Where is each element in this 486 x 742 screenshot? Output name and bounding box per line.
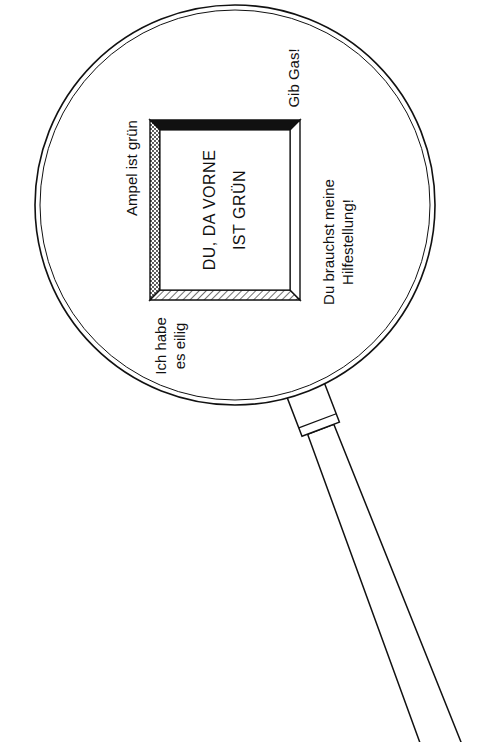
message-square: DU, DA VORNE IST GRÜN [150,120,300,300]
side-label: Ampel ist grün [122,108,141,228]
frame-right-side [290,120,300,300]
side-label: Ich habe es eilig [151,310,189,382]
glass-handle [308,424,475,742]
frame-top-side [150,120,300,130]
bevel-frame [150,120,300,300]
frame-left-side [150,120,160,300]
side-label: Du brauchst meine Hilfestellung! [319,172,357,312]
glass-rim [35,5,435,405]
glass-lens [40,10,430,400]
frame-window [160,130,290,290]
collar-ring [299,414,336,428]
side-label: Gib Gas! [284,38,303,118]
message-text: DU, DA VORNE IST GRÜN [195,145,255,275]
frame-bottom-side [150,290,300,300]
